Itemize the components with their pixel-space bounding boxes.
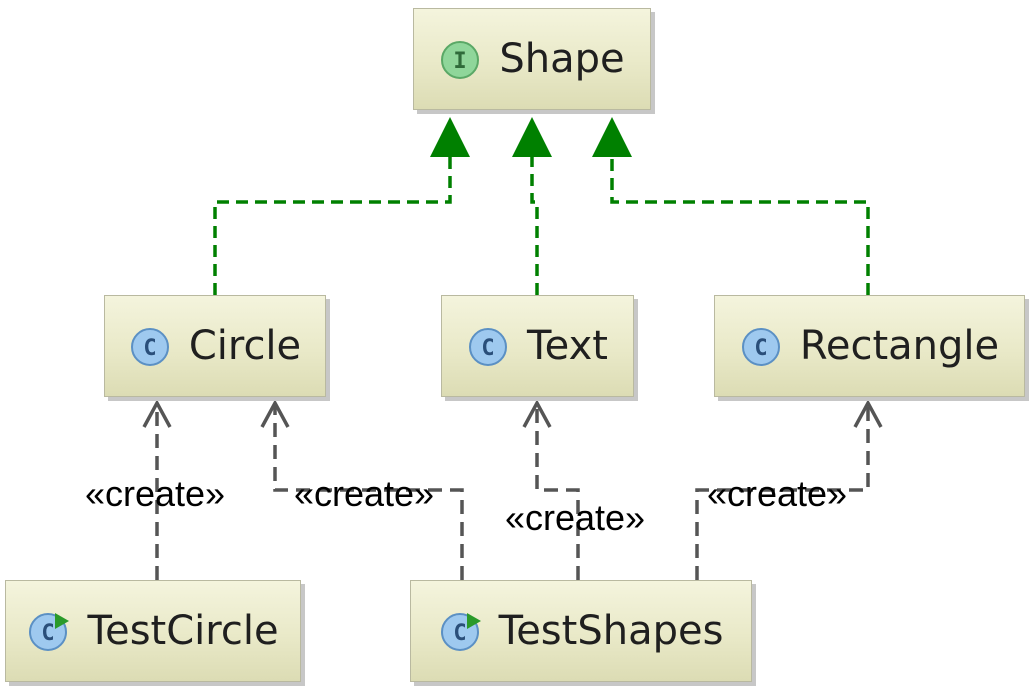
node-label: Text — [527, 323, 608, 369]
runnable-class-icon: C — [440, 613, 481, 651]
runnable-class-icon: C — [439, 609, 483, 653]
svg-text:C: C — [481, 336, 494, 361]
edge-line — [273, 403, 464, 580]
node-label: Shape — [499, 36, 625, 82]
interface-icon: I — [439, 37, 483, 81]
realization-arrowhead — [430, 117, 470, 157]
create-stereotype-label: «create» — [85, 473, 225, 514]
class-node-testshapes[interactable]: C TestShapes — [410, 580, 752, 682]
run-marker-icon — [55, 613, 70, 629]
class-icon: C — [467, 324, 511, 368]
dependency-arrowhead — [853, 399, 883, 428]
svg-text:C: C — [143, 336, 156, 361]
class-node-text[interactable]: C Text — [441, 295, 634, 397]
svg-text:I: I — [454, 49, 467, 74]
dependency-edge-testshapes-to-circle — [260, 399, 464, 580]
create-stereotype-label: «create» — [505, 497, 645, 538]
run-marker-icon — [466, 613, 481, 629]
svg-text:C: C — [42, 621, 55, 646]
dependency-arrowhead — [522, 399, 552, 428]
edge-line — [530, 155, 539, 295]
realization-edge-text-to-shape — [512, 117, 552, 295]
realization-edge-circle-to-shape — [213, 117, 470, 295]
class-node-testcircle[interactable]: C TestCircle — [5, 580, 301, 682]
node-label: TestCircle — [87, 608, 279, 654]
edge-line — [535, 403, 580, 580]
realization-arrowhead — [512, 117, 552, 157]
interface-node-shape[interactable]: I Shape — [413, 8, 651, 110]
dependency-edge-testcircle-to-circle — [142, 399, 172, 580]
class-icon: C — [741, 328, 780, 366]
edge-line — [695, 403, 870, 580]
class-node-circle[interactable]: C Circle — [104, 295, 326, 397]
realization-edge-rectangle-to-shape — [592, 117, 870, 295]
node-label: Rectangle — [799, 323, 1000, 369]
dependency-edge-testshapes-to-text — [522, 399, 580, 580]
dependency-arrowhead — [260, 399, 290, 428]
class-icon: C — [129, 324, 173, 368]
class-icon: C — [740, 324, 784, 368]
edge-line — [213, 155, 452, 295]
runnable-class-icon: C — [29, 613, 70, 651]
class-icon: C — [130, 328, 169, 366]
svg-text:C: C — [754, 336, 767, 361]
node-label: Circle — [188, 323, 302, 369]
class-node-rectangle[interactable]: C Rectangle — [714, 295, 1025, 397]
dependency-arrowhead — [142, 399, 172, 428]
class-icon: C — [469, 328, 508, 366]
create-stereotype-label: «create» — [707, 473, 847, 514]
svg-text:C: C — [453, 621, 466, 646]
create-stereotype-label: «create» — [294, 473, 434, 514]
dependency-edge-testshapes-to-rectangle — [695, 399, 883, 580]
node-label: TestShapes — [498, 608, 724, 654]
realization-arrowhead — [592, 117, 632, 157]
runnable-class-icon: C — [27, 609, 71, 653]
edge-line — [610, 155, 870, 295]
interface-icon: I — [441, 41, 480, 79]
